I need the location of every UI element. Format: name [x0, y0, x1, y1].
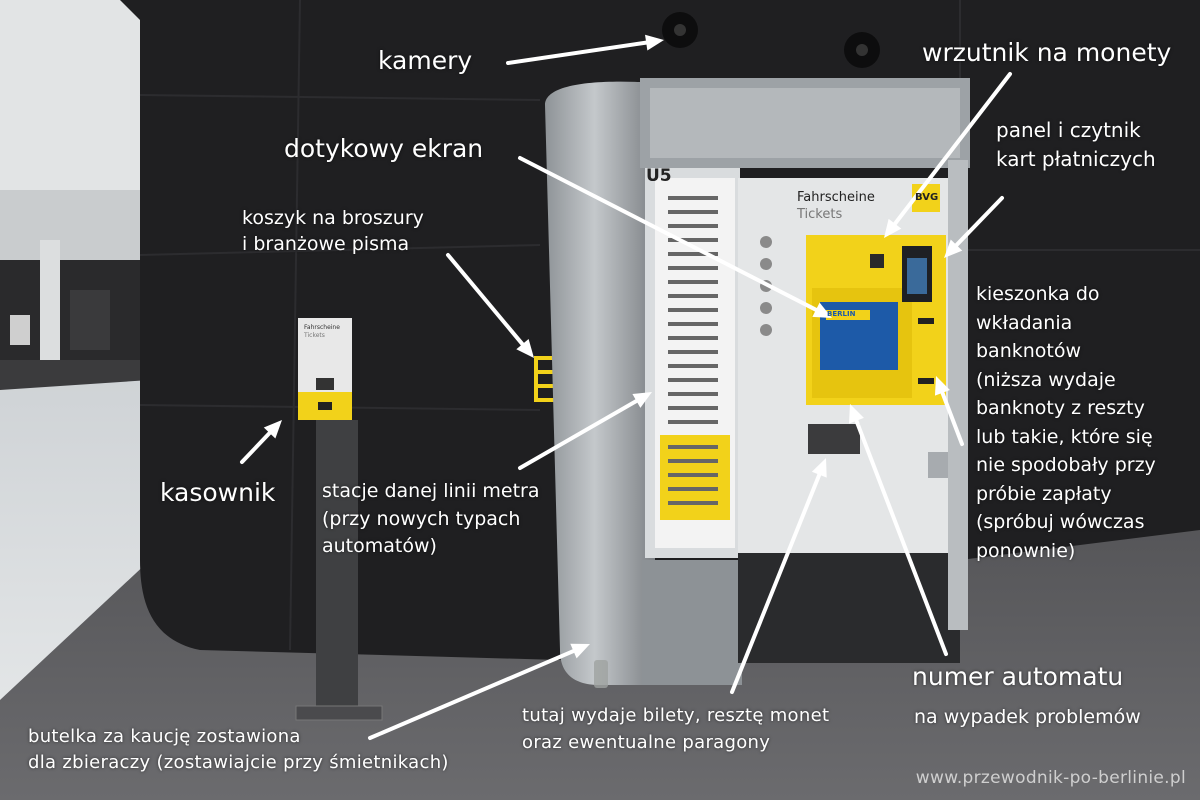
label-coin-slot: wrzutnik na monety — [922, 38, 1172, 67]
label-ticket-output: tutaj wydaje bilety, resztę monet oraz e… — [522, 705, 830, 753]
arrow-validator — [240, 420, 282, 464]
label-card-panel: panel i czytnik kart płatniczych — [996, 118, 1156, 171]
label-touch-screen: dotykowy ekran — [284, 134, 484, 163]
arrow-card-panel — [944, 196, 1004, 258]
machine-pillar — [545, 81, 655, 685]
label-machine-number-sub: na wypadek problemów — [914, 706, 1141, 728]
label-cameras: kamery — [378, 46, 473, 75]
deposit-bottle — [594, 660, 608, 688]
bvg-brand-text: BVG — [915, 192, 939, 203]
label-machine-number: numer automatu — [912, 662, 1124, 691]
screen-text: BERLIN — [827, 310, 856, 318]
label-stations: stacje danej linii metra (przy nowych ty… — [322, 480, 540, 558]
label-validator: kasownik — [160, 478, 276, 507]
banknote-slot-upper — [918, 318, 934, 324]
arrow-machine-number — [848, 404, 948, 656]
coin-slot — [870, 254, 884, 268]
label-deposit-bottle: butelka za kaucję zostawiona dla zbierac… — [28, 726, 449, 774]
arrow-touch-screen — [518, 156, 832, 318]
machine-number-plate — [928, 452, 948, 478]
arrow-stations — [518, 392, 652, 470]
validator-title-de: Fahrscheine — [304, 324, 340, 331]
arrow-brochure-basket — [446, 253, 534, 358]
ticket-output — [808, 424, 860, 454]
arrow-coin-slot — [884, 72, 1012, 238]
label-banknote-pocket: kieszonka do wkładania banknotów (niższa… — [976, 283, 1156, 562]
machine-base — [738, 553, 960, 663]
label-brochure-basket: koszyk na broszury i branżowe pisma — [242, 207, 424, 255]
arrow-deposit-bottle — [368, 643, 590, 740]
arrow-banknote-pocket — [934, 376, 964, 446]
validator-title-en: Tickets — [304, 332, 325, 339]
validator-post — [316, 420, 358, 715]
banknote-slot-lower — [918, 378, 934, 384]
arrow-cameras — [506, 34, 664, 65]
arrow-ticket-output — [730, 458, 827, 694]
machine-title-de: Fahrscheine — [797, 190, 875, 205]
watermark: www.przewodnik-po-berlinie.pl — [915, 768, 1186, 788]
line-number: U5 — [646, 166, 672, 186]
machine-title-en: Tickets — [797, 207, 843, 222]
